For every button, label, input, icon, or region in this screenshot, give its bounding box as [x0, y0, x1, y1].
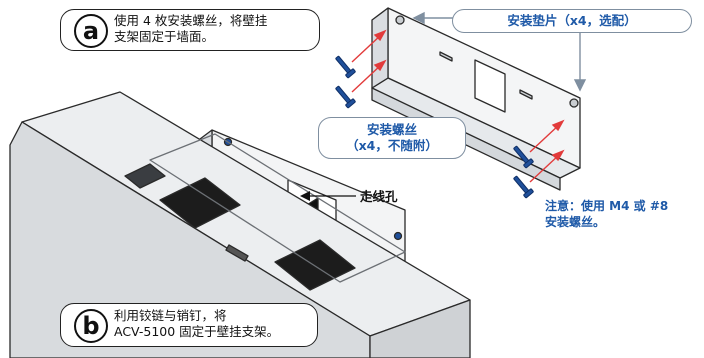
- screw-callout-line1: 安装螺丝: [366, 122, 417, 137]
- washer-callout: 安装垫片（x4，选配）: [452, 9, 692, 33]
- note-line1: 注意：使用 M4 或 #8: [545, 199, 669, 213]
- soundbar-device-icon: [9, 91, 471, 358]
- step-a-text-line1: 使用 4 枚安装螺丝，将壁挂: [114, 13, 268, 28]
- note-line2: 安装螺丝。: [545, 215, 606, 229]
- step-b-text-line1: 利用铰链与销钉，将: [114, 308, 227, 323]
- step-b-text-line2: ACV-5100 固定于壁挂支架。: [114, 324, 280, 339]
- screw-callout-line2: （x4，不随附）: [346, 138, 438, 153]
- step-b-box: [60, 303, 318, 347]
- mounting-screw-icon: [335, 55, 534, 199]
- screw-callout: 安装螺丝 （x4，不随附）: [318, 117, 466, 159]
- wall-bracket-icon: [371, 7, 581, 191]
- step-b-letter: b: [74, 309, 108, 343]
- red-arrow-icon: [351, 29, 565, 183]
- step-a-letter: a: [74, 14, 108, 48]
- step-a-text-line2: 支架固定于墙面。: [114, 29, 215, 44]
- cable-hole-label: 走线孔: [360, 189, 398, 204]
